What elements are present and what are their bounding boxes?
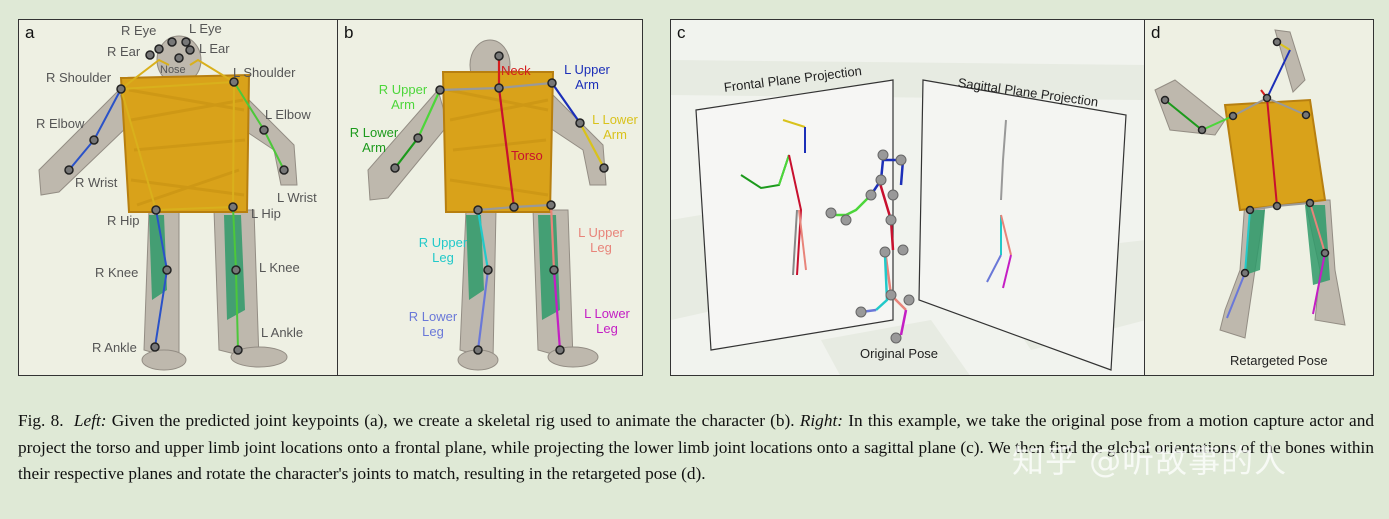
panel-d: d Retargeted Pose (1144, 19, 1374, 376)
label-r-upper-leg: R Upper Leg (418, 235, 468, 265)
label-l-elbow: L Elbow (265, 107, 311, 122)
label-r-ankle: R Ankle (92, 340, 137, 355)
label-r-lower-leg: R Lower Leg (408, 309, 458, 339)
label-original-pose: Original Pose (860, 346, 939, 361)
figure-b-drawing (367, 39, 609, 371)
label-l-upper-arm: L Upper Arm (564, 62, 610, 92)
label-r-shoulder: R Shoulder (46, 70, 112, 85)
figure-caption: Fig. 8. Left: Given the predicted joint … (18, 408, 1374, 488)
caption-right-label: Right: (799, 411, 844, 430)
caption-fig-number: Fig. 8. (18, 411, 64, 430)
panel-c: c Frontal Plane Projection Sagittal Plan… (670, 19, 1145, 376)
panel-a-label: a (25, 23, 35, 42)
label-r-lower-arm: R Lower Arm (349, 125, 399, 155)
label-l-lower-arm: L Lower Arm (592, 112, 638, 142)
figure-c-drawing (671, 60, 1144, 375)
label-l-ear: L Ear (199, 41, 230, 56)
label-l-shoulder: L Shoulder (233, 65, 296, 80)
label-r-ear: R Ear (107, 44, 141, 59)
caption-left-text: Given the predicted joint keypoints (a),… (111, 411, 795, 430)
label-l-upper-leg: L Upper Leg (578, 225, 624, 255)
label-r-wrist: R Wrist (75, 175, 118, 190)
caption-right-text: In this example, we take the original po… (18, 411, 1375, 483)
panel-a: a R Eye L Eye R Ear L Ear Nose R Shoulde… (18, 19, 338, 376)
label-l-hip: L Hip (251, 206, 281, 221)
caption-left-label: Left: (73, 411, 107, 430)
panel-c-label: c (677, 23, 686, 42)
label-r-upper-arm: R Upper Arm (378, 82, 428, 112)
label-neck: Neck (501, 63, 531, 78)
figure-a-drawing (38, 35, 298, 371)
watermark: 知乎 @听故事的人 (1012, 442, 1288, 480)
panel-d-label: d (1151, 23, 1161, 42)
label-r-elbow: R Elbow (36, 116, 85, 131)
label-r-eye: R Eye (121, 23, 157, 38)
label-r-hip: R Hip (107, 213, 140, 228)
figure-d-drawing (1154, 29, 1346, 339)
label-l-knee: L Knee (259, 260, 300, 275)
label-l-eye: L Eye (189, 21, 222, 36)
label-torso: Torso (511, 148, 543, 163)
panel-b-label: b (344, 23, 354, 42)
label-r-knee: R Knee (95, 265, 139, 280)
label-l-wrist: L Wrist (277, 190, 317, 205)
panel-b: b Neck Torso R Upper Arm L Upper Arm R L… (337, 19, 643, 376)
label-l-ankle: L Ankle (261, 325, 304, 340)
label-nose: Nose (160, 64, 186, 76)
label-l-lower-leg: L Lower Leg (584, 306, 630, 336)
label-retargeted-pose: Retargeted Pose (1230, 353, 1328, 368)
